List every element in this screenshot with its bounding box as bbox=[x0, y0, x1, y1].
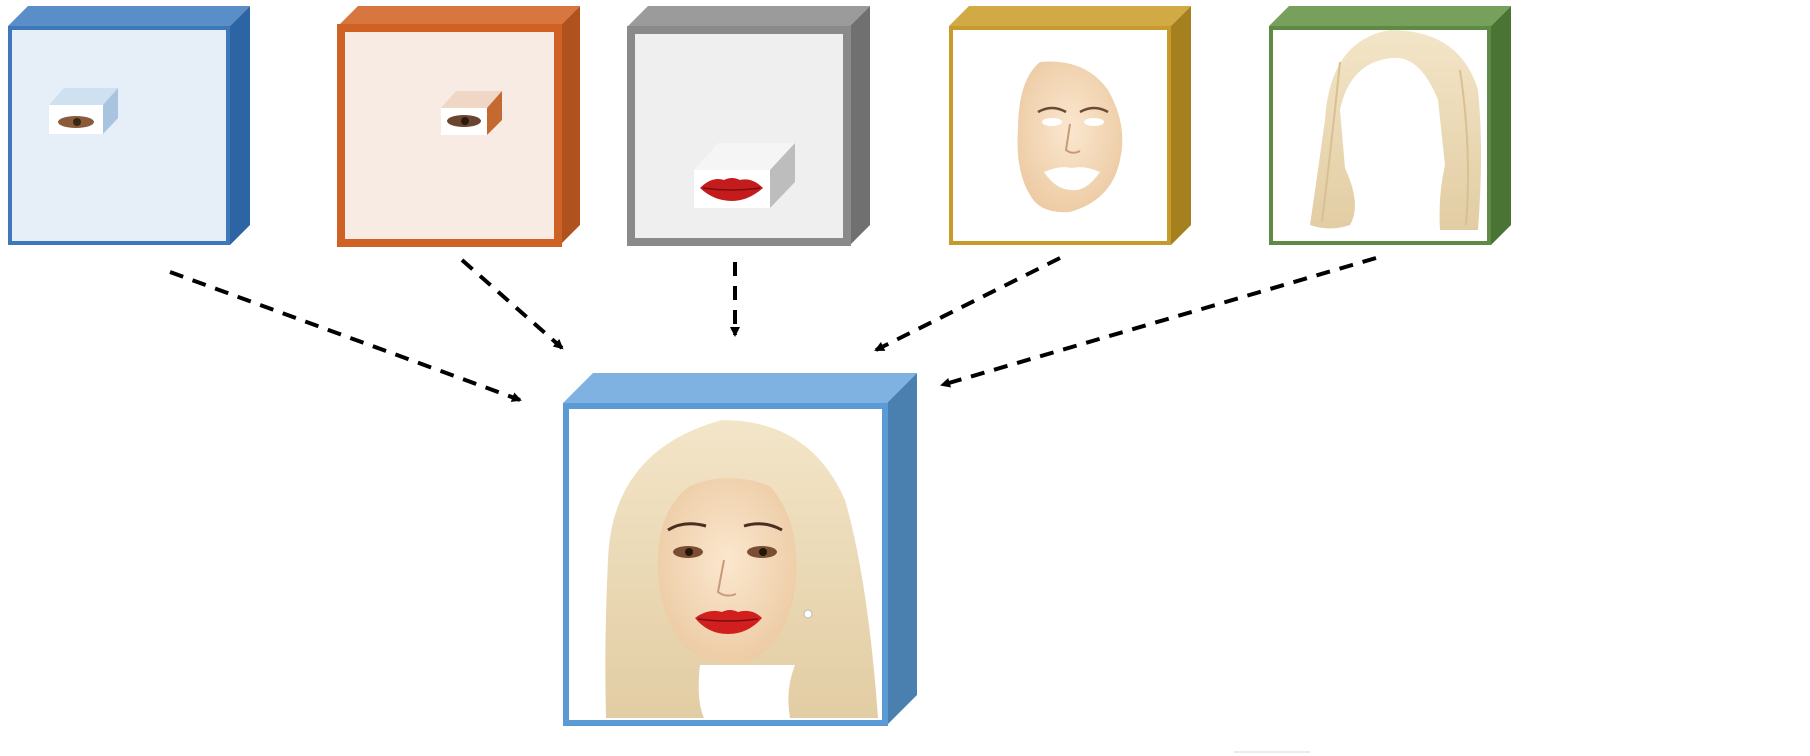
left-eye-box bbox=[8, 6, 250, 245]
arrow-left-eye bbox=[169, 270, 522, 402]
composed-face-box-top bbox=[563, 373, 917, 403]
arrow-skin bbox=[874, 256, 1061, 352]
composed-face-portrait bbox=[605, 420, 878, 718]
left-eye-box-top bbox=[8, 6, 250, 26]
skin-box bbox=[949, 6, 1191, 245]
arrow-right-eye bbox=[460, 258, 564, 350]
left-eye-box-side bbox=[230, 6, 250, 245]
composed-face-box bbox=[563, 373, 917, 726]
hair-box-side bbox=[1491, 6, 1511, 245]
hair-box bbox=[1269, 6, 1511, 245]
hair-box-top bbox=[1269, 6, 1511, 26]
composed-face-box-side bbox=[887, 373, 917, 725]
hair-patch bbox=[1310, 30, 1481, 230]
skin-box-side bbox=[1171, 6, 1191, 245]
skin-box-top bbox=[949, 6, 1191, 26]
mouth-box-side bbox=[850, 6, 870, 245]
composed-face-skin-icon bbox=[657, 478, 797, 663]
mouth-box bbox=[627, 6, 870, 246]
mouth-box-top bbox=[628, 6, 870, 26]
composition-arrows bbox=[169, 256, 1377, 402]
mouth-box-face bbox=[627, 26, 851, 246]
right-eye-box bbox=[337, 6, 580, 247]
right-eye-patch bbox=[441, 91, 502, 135]
right-eye-box-face bbox=[337, 24, 562, 247]
left-eye-patch bbox=[49, 88, 118, 134]
composed-lips-icon bbox=[695, 610, 762, 634]
arrow-hair bbox=[940, 256, 1377, 388]
right-eye-box-top bbox=[338, 6, 580, 26]
mouth-patch bbox=[694, 143, 795, 208]
earring-icon bbox=[803, 609, 813, 619]
face-skin-patch bbox=[1017, 61, 1123, 213]
right-eye-box-side bbox=[560, 6, 580, 245]
left-eye-box-face bbox=[8, 26, 230, 245]
hair-icon bbox=[1310, 30, 1481, 230]
